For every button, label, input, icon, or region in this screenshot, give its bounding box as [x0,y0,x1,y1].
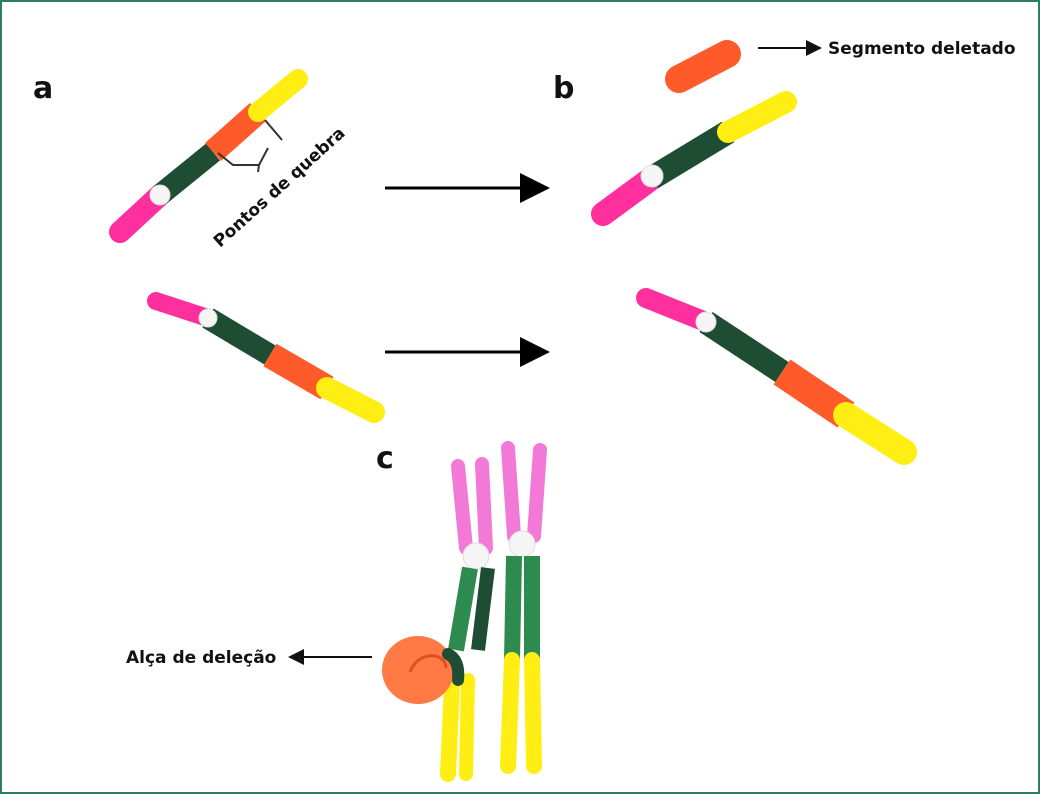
chromosome-a-bottom [156,301,374,412]
centromere [199,309,217,327]
chromosome-b-top [603,102,786,214]
chromosome-a-top [120,79,298,232]
centromere [150,185,170,205]
deleted-segment-label: Segmento deletado [828,39,1016,59]
chromosome-b-bottom [646,298,904,452]
long-arm-dark-green-segment [652,132,728,178]
yellow-segment [258,79,298,112]
centromere [696,312,716,332]
yellow-segment [846,415,904,452]
centromere [463,543,489,569]
panel-letter-a: a [33,71,53,106]
centromere [641,165,663,187]
yellow-segment [728,102,786,132]
panel-letter-c: c [376,441,394,476]
yellow-segment [327,388,374,412]
homolog-left [448,464,489,774]
long-arm-dark-green-segment [208,318,270,355]
deleted-segment [679,54,727,79]
homolog-right [508,448,540,766]
long-arm-dark-green-segment [706,322,782,372]
centromere [509,531,535,557]
deletion-loop-label: Alça de deleção [126,648,276,668]
panel-letter-b: b [553,71,574,106]
